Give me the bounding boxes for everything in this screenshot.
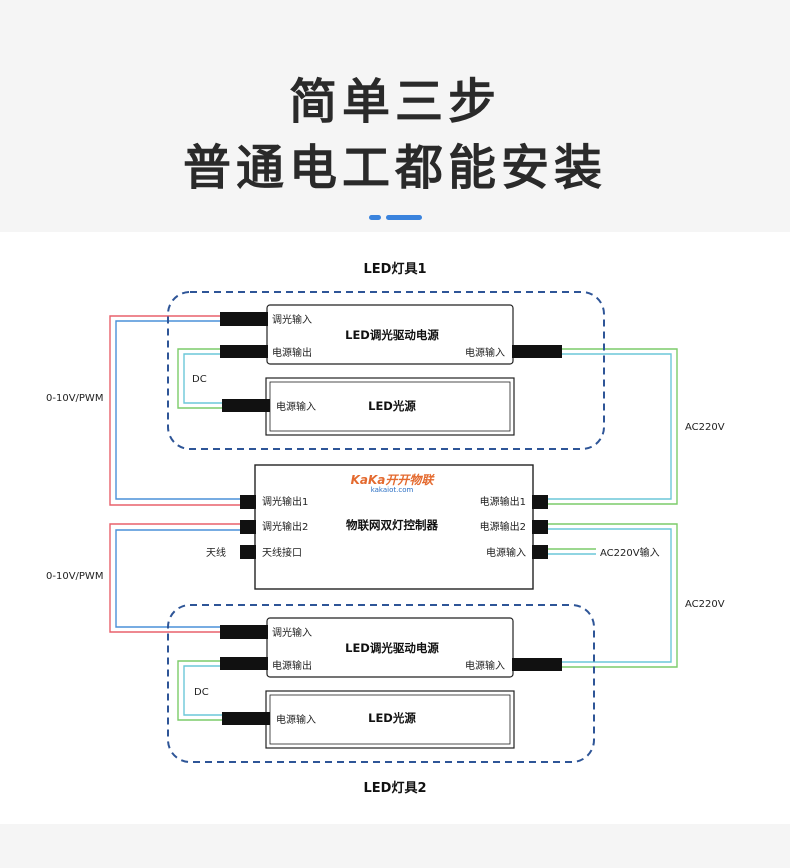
- wire-cyan-dc-top: [183, 353, 222, 404]
- controller-power-out2-plug: [532, 520, 548, 534]
- controller-dim-out2-plug: [240, 520, 256, 534]
- fixture2-power-output-plug: [220, 657, 268, 670]
- ac-wires-bottom: [548, 523, 678, 668]
- page-title-line2: 普通电工都能安装: [182, 140, 607, 196]
- controller-power-in-plug: [532, 545, 548, 559]
- hero-section: 简单三步 普通电工都能安装: [0, 0, 790, 232]
- fixture2-light-power-input-label: 电源输入: [276, 713, 316, 726]
- fixture1-light-name: LED光源: [368, 399, 416, 413]
- wiring-diagram-panel: LED灯具1 LED调光驱动电源 调光输入 电源输出 电源输入 DC LED光源…: [0, 232, 790, 824]
- ac-input-wires: [548, 548, 596, 555]
- wire-green-dc-top: [177, 348, 222, 409]
- wire-green-ac-bottom: [548, 523, 678, 668]
- wire-green-dc-bottom: [177, 660, 222, 721]
- wire-green-ac-top: [548, 348, 678, 505]
- fixture2-light-box: [265, 690, 515, 749]
- fixture1-dc-label: DC: [192, 374, 207, 385]
- fixture2-power-output-label: 电源输出: [272, 659, 312, 672]
- title-divider-long: [386, 215, 422, 220]
- fixture2-dim-input-label: 调光输入: [272, 626, 312, 639]
- fixture1-power-input-label: 电源输入: [465, 346, 505, 359]
- fixture1-power-output-plug: [220, 345, 268, 358]
- fixture2-title: LED灯具2: [363, 780, 426, 796]
- controller-power-out2-label: 电源输出2: [480, 520, 526, 533]
- controller-power-in-label: 电源输入: [486, 546, 526, 559]
- fixture2-power-input-label: 电源输入: [465, 659, 505, 672]
- page-title-line1: 简单三步: [288, 74, 501, 130]
- antenna-label: 天线: [206, 546, 226, 559]
- fixture1-driver-box: [266, 304, 514, 365]
- dc-wires-bottom: [177, 660, 222, 721]
- dim-wires-top: [109, 315, 240, 506]
- wire-blue-bottom: [115, 529, 240, 628]
- fixture1-dim-input-label: 调光输入: [272, 313, 312, 326]
- ac-input-label: AC220V输入: [600, 546, 660, 559]
- fixture2-dim-input-plug: [220, 625, 268, 639]
- fixture1-power-output-label: 电源输出: [272, 346, 312, 359]
- controller-dim-out2-label: 调光输出2: [262, 520, 308, 533]
- fixture2-driver-box: [266, 617, 514, 678]
- signal-label-bottom: 0-10V/PWM: [46, 571, 103, 582]
- controller-dim-out1-plug: [240, 495, 256, 509]
- ac-wires-top: [548, 348, 678, 505]
- fixture1-power-input-plug: [512, 345, 562, 358]
- fixture1-light-power-input-label: 电源输入: [276, 400, 316, 413]
- fixture2-dc-label: DC: [194, 687, 209, 698]
- wire-cyan-ac-bottom: [548, 528, 672, 663]
- fixture2-power-input-plug: [512, 658, 562, 671]
- controller-name: 物联网双灯控制器: [346, 518, 438, 532]
- dc-wires-top: [177, 348, 222, 409]
- fixture1-light-plug: [222, 399, 270, 412]
- signal-label-top: 0-10V/PWM: [46, 393, 103, 404]
- fixture2-light-plug: [222, 712, 270, 725]
- wire-red-bottom: [109, 523, 240, 633]
- controller-power-out1-label: 电源输出1: [480, 495, 526, 508]
- title-divider-short: [369, 215, 381, 220]
- fixture1-driver-name: LED调光驱动电源: [345, 328, 439, 342]
- dim-wires-bottom: [109, 523, 240, 633]
- fixture2-driver-name: LED调光驱动电源: [345, 641, 439, 655]
- controller-power-out1-plug: [532, 495, 548, 509]
- controller-logo: KaKa开开物联: [351, 473, 436, 487]
- fixture1-boundary: [167, 291, 605, 450]
- fixture1-dim-input-plug: [220, 312, 268, 326]
- wire-cyan-dc-bottom: [183, 665, 222, 716]
- wire-red-top: [109, 315, 240, 506]
- fixture2-boundary: [167, 604, 595, 763]
- ac-label-bottom: AC220V: [685, 599, 725, 610]
- controller-antenna-port-label: 天线接口: [262, 546, 302, 559]
- fixture2-light-name: LED光源: [368, 711, 416, 725]
- controller-dim-out1-label: 调光输出1: [262, 495, 308, 508]
- wire-cyan-ac-top: [548, 353, 672, 500]
- controller-logo-url: kakaiot.com: [371, 486, 414, 494]
- ac-label-top: AC220V: [685, 422, 725, 433]
- controller-box: [254, 464, 534, 590]
- fixture1-title: LED灯具1: [363, 261, 426, 277]
- fixture1-light-box: [265, 377, 515, 436]
- wiring-diagram: LED灯具1 LED调光驱动电源 调光输入 电源输出 电源输入 DC LED光源…: [46, 261, 725, 796]
- controller-antenna-plug: [240, 545, 256, 559]
